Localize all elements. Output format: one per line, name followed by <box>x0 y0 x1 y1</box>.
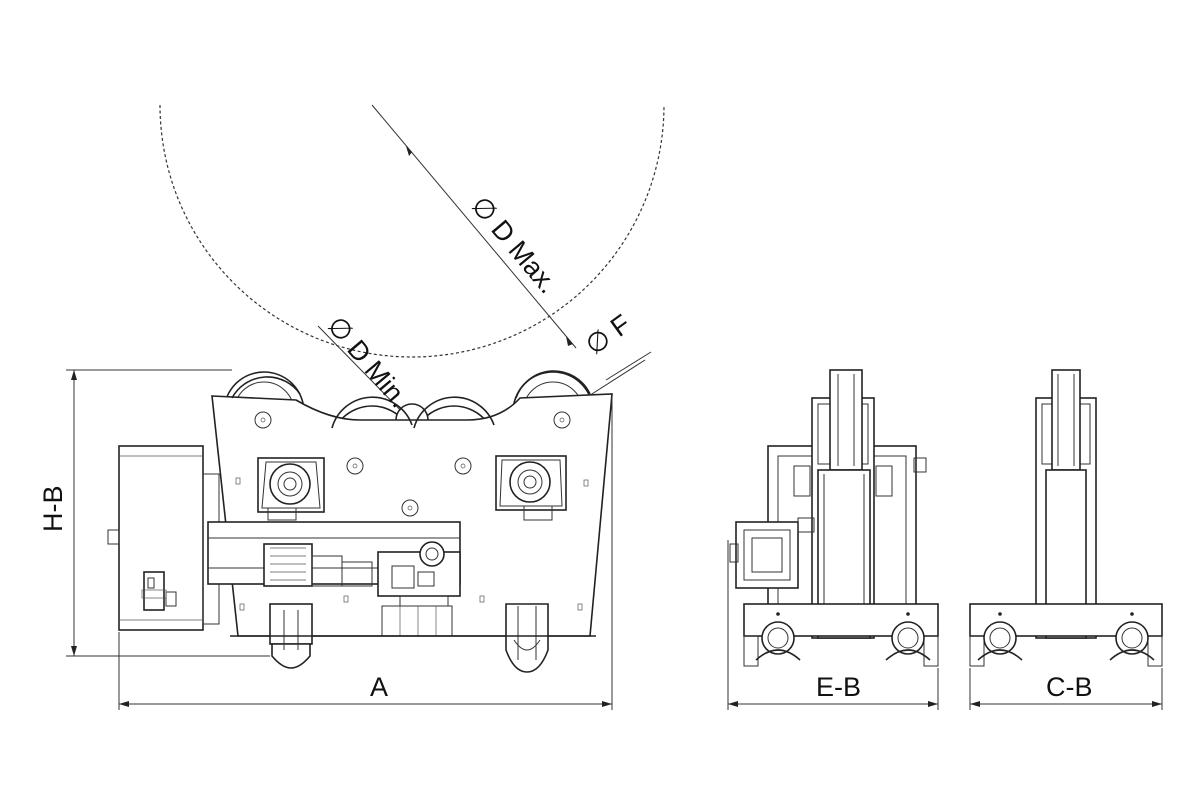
dim-h-b <box>66 369 270 657</box>
dim-d-min <box>317 325 413 423</box>
wheel-clamp-right <box>505 603 549 673</box>
side-view-idler: C-B <box>969 369 1163 710</box>
workpiece-circle-dmax <box>159 104 665 358</box>
bearing-housing-right <box>495 455 567 521</box>
label-c-b: C-B <box>1046 672 1093 702</box>
dim-c-b <box>969 668 1163 710</box>
dim-a <box>118 398 613 710</box>
label-f: ∅ F <box>580 309 636 361</box>
side-view-drive: E-B <box>727 369 939 710</box>
label-a: A <box>370 672 388 702</box>
frame-bolts <box>235 477 589 611</box>
drive-motor-assembly <box>207 521 461 637</box>
front-view: ∅ D Max. ∅ D Min. ∅ F H-B A <box>38 104 665 710</box>
label-d-max: ∅ D Max. <box>465 191 563 300</box>
label-e-b: E-B <box>816 672 861 702</box>
control-box <box>107 445 220 631</box>
dim-e-b <box>727 540 939 710</box>
frame-holes <box>254 411 571 517</box>
wheel-clamp-left <box>269 603 313 669</box>
bearing-housing-left <box>257 457 325 521</box>
label-h-b: H-B <box>38 486 68 533</box>
dim-d-max <box>371 104 577 349</box>
